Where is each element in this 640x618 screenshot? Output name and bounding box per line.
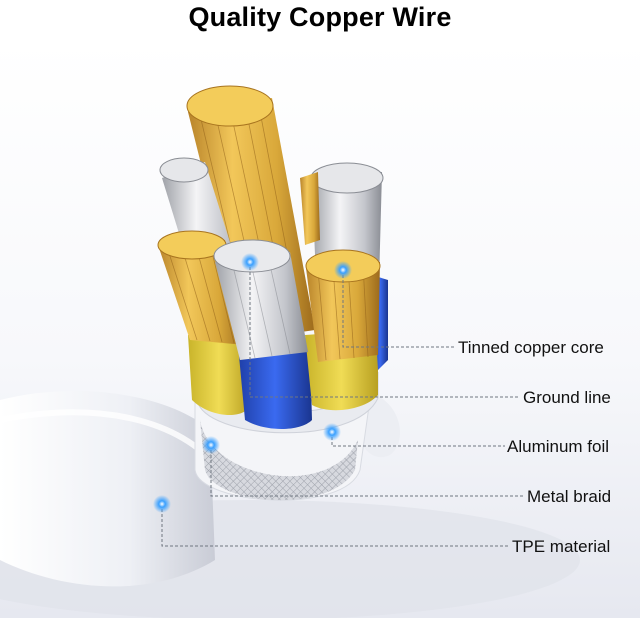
label-aluminum-foil: Aluminum foil (507, 437, 610, 456)
label-metal-braid: Metal braid (527, 487, 612, 506)
label-tpe-material: TPE material (512, 537, 611, 556)
label-ground-line: Ground line (523, 388, 611, 407)
label-tinned-copper-core: Tinned copper core (458, 338, 604, 357)
callout-dots (153, 253, 352, 513)
page-title: Quality Copper Wire (188, 2, 452, 32)
